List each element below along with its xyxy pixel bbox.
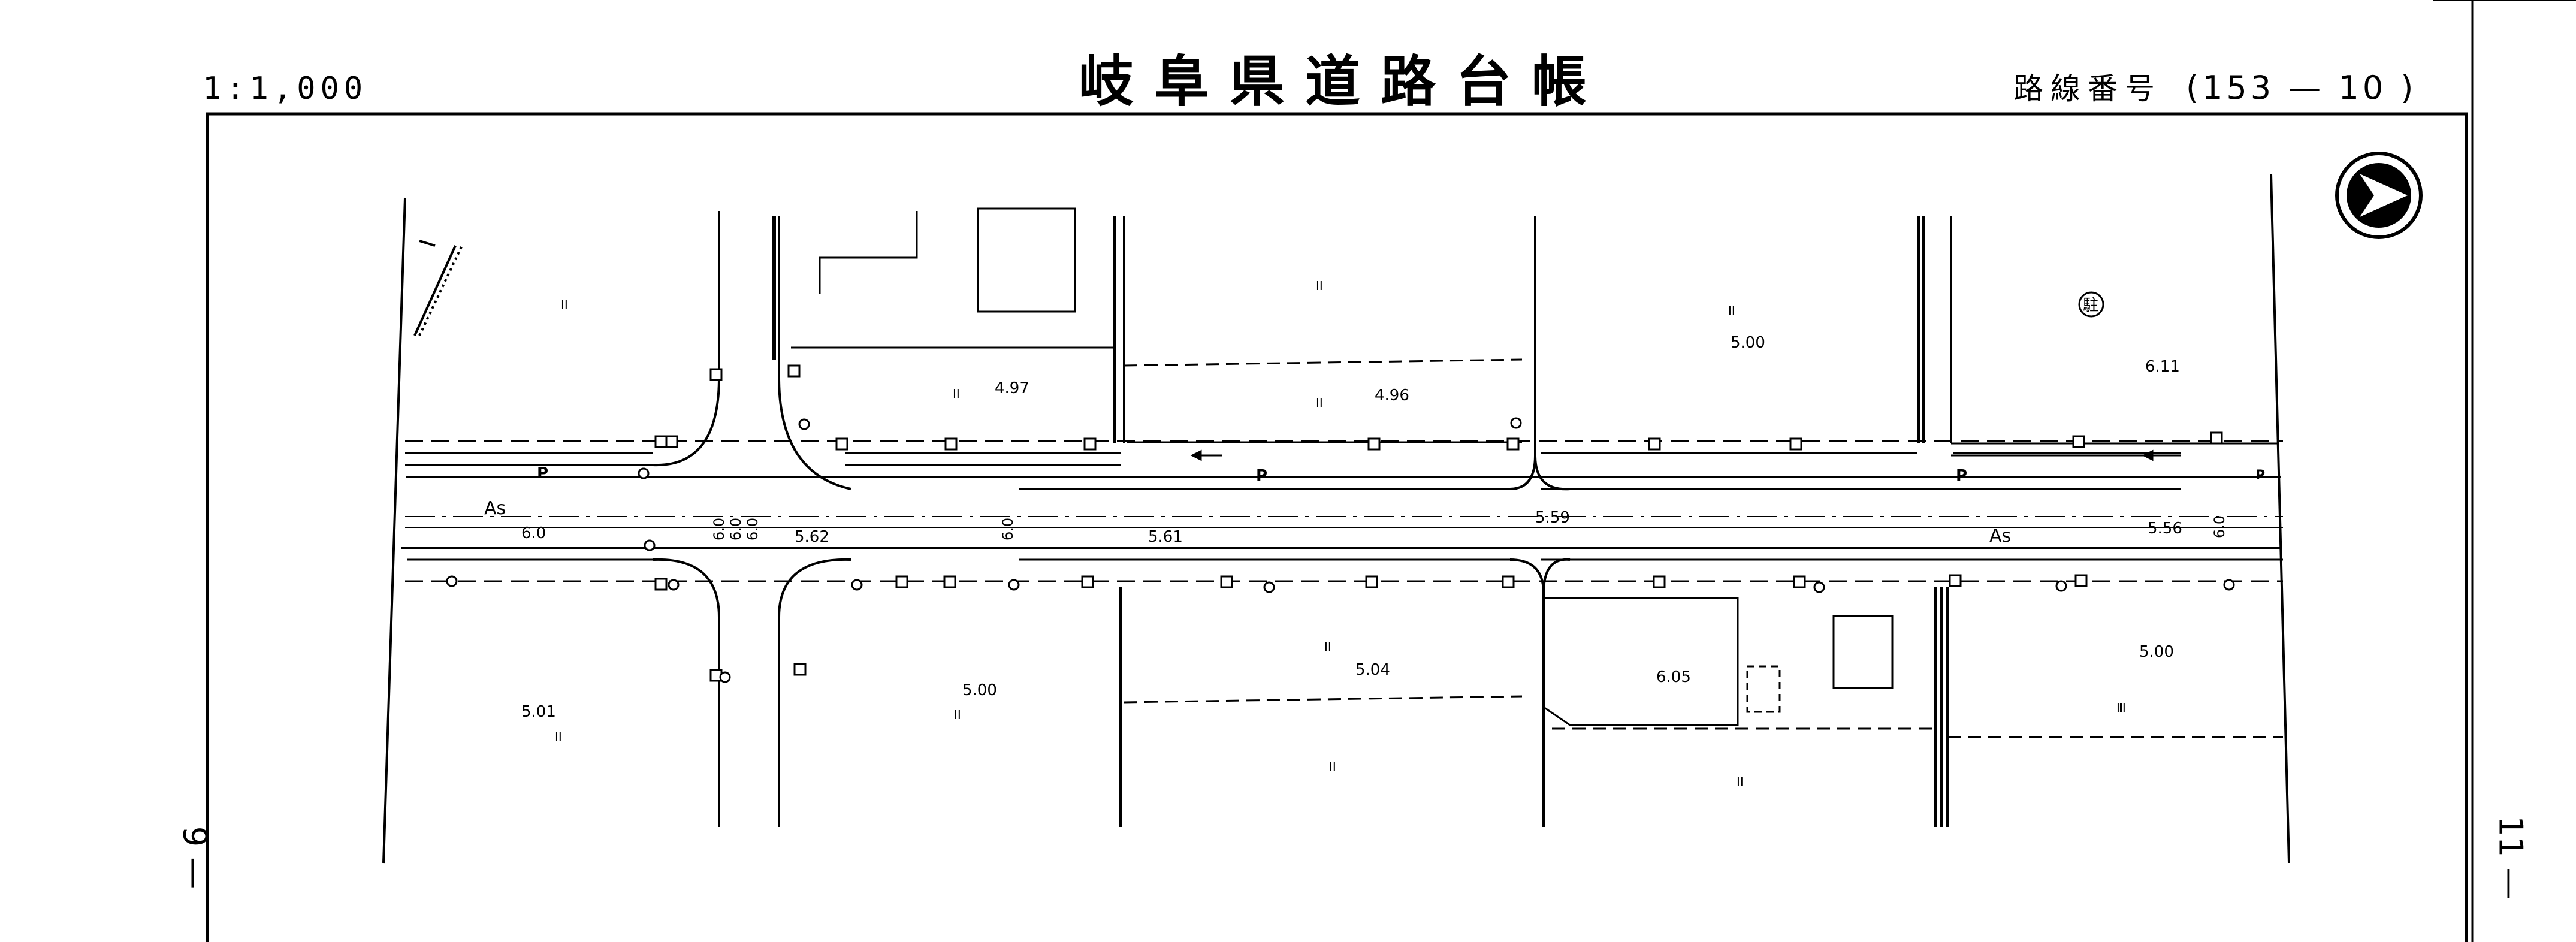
north-arrow-icon — [2335, 152, 2423, 239]
crop-mark-2: II — [953, 387, 960, 401]
utility-markers — [446, 364, 2235, 683]
crop-mark-12: II — [2119, 701, 2126, 715]
crop-mark-5: II — [1728, 304, 1735, 318]
parking-sign-icon — [2078, 291, 2104, 318]
parking-label-left: P — [537, 464, 548, 482]
route-number-block: 路線番号 (153 — 10 ) — [2013, 65, 2417, 108]
crop-mark-9: II — [1737, 775, 1744, 789]
elev-5-59: 5.59 — [1535, 509, 1570, 527]
surface-label-as-right: As — [1989, 526, 2011, 547]
width-6-0-center: 6.0 — [999, 518, 1016, 541]
elev-5-01: 5.01 — [521, 703, 556, 721]
page-title: 岐阜県道路台帳 — [1079, 50, 1608, 114]
cross-streets — [382, 173, 2290, 864]
corner-curves — [653, 377, 1571, 618]
elev-6-11: 6.11 — [2145, 358, 2180, 376]
elev-5-04: 5.04 — [1355, 661, 1390, 679]
elev-4-96: 4.96 — [1375, 387, 1409, 404]
width-6-0-a: 6.0 — [711, 518, 727, 541]
crop-mark-3: II — [1316, 279, 1323, 293]
elev-5-56: 5.56 — [2148, 520, 2182, 538]
crop-mark-1: II — [561, 298, 568, 312]
elev-5-00-lower: 5.00 — [962, 681, 997, 699]
main-road — [401, 440, 2283, 582]
map-labels: As As P P P P 駐 6.0 5.62 5.61 5.59 5.56 … — [484, 279, 2265, 789]
elev-5-61: 5.61 — [1148, 528, 1183, 546]
parking-label-right: P — [1956, 467, 1967, 485]
parking-label-center: P — [1256, 467, 1267, 485]
map-scale: 1:1,000 — [203, 71, 368, 107]
elev-5-62: 5.62 — [795, 528, 829, 546]
crop-mark-8: II — [1329, 759, 1336, 774]
width-6-0-b: 6.0 — [727, 518, 744, 541]
crop-mark-4: II — [1316, 396, 1323, 410]
surface-label-as-left: As — [484, 498, 506, 519]
parking-label-edge: P — [2255, 468, 2265, 483]
crop-mark-7: II — [1324, 639, 1331, 654]
elev-5-00-right: 5.00 — [2139, 643, 2174, 661]
crop-mark-11: II — [555, 729, 562, 744]
route-number: (153 — 10 ) — [2186, 69, 2417, 107]
elev-4-97: 4.97 — [995, 379, 1029, 397]
map-frame — [206, 112, 2468, 942]
parking-sign: 駐 — [2083, 297, 2098, 315]
elev-6-0-left: 6.0 — [521, 524, 546, 542]
crop-mark-10: II — [2116, 701, 2124, 715]
crop-mark-6: II — [954, 708, 961, 722]
elev-6-05: 6.05 — [1656, 668, 1691, 686]
width-6-0-right: 6.0 — [2211, 515, 2228, 538]
elev-5-00-upper: 5.00 — [1731, 334, 1765, 352]
route-label: 路線番号 — [2013, 71, 2162, 106]
rail-hatching — [413, 240, 463, 336]
direction-arrows — [1190, 449, 2174, 461]
width-6-0-c: 6.0 — [744, 518, 761, 541]
buildings — [791, 207, 2283, 738]
